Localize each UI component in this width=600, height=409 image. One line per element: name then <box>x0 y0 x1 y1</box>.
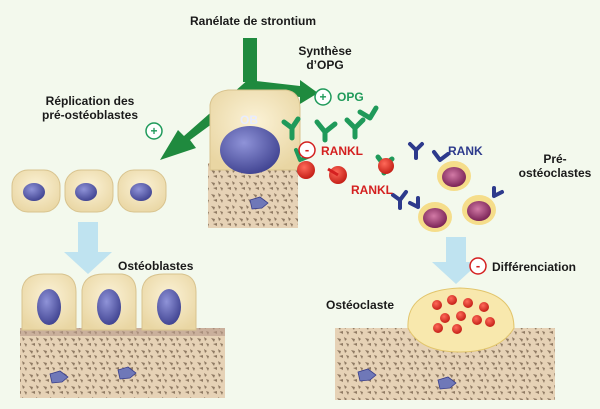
rank-receptor <box>391 190 408 210</box>
preosteoclastes-label: Pré- ostéoclastes <box>518 152 592 180</box>
svg-text:+: + <box>150 124 157 138</box>
ranelate-label: Ranélate de strontium <box>190 14 317 28</box>
replication-label: Réplication des pré-ostéoblastes <box>41 94 139 122</box>
differenciation-label: Différenciation <box>492 260 577 274</box>
rankl-label-1: RANKL <box>321 144 363 158</box>
preosteoclast-cell <box>432 150 471 191</box>
preosteoclast-cell <box>462 186 504 225</box>
osteocyte-icon <box>437 376 457 390</box>
osteocyte-icon <box>249 196 269 210</box>
osteoblastes-label: Ostéoblastes <box>118 259 194 273</box>
rankl-label-2: RANKL <box>351 183 393 197</box>
minus-sign-differenciation: - <box>469 257 487 275</box>
ob-cell-group <box>208 89 301 228</box>
ob-nucleus <box>220 126 280 174</box>
process-arrow-right <box>432 237 480 284</box>
osteocyte-icon <box>117 366 137 380</box>
osteoclast-group <box>335 287 555 400</box>
opg-label: OPG <box>337 90 364 104</box>
osteocyte-icon <box>49 370 69 384</box>
synthese-opg-label: Synthèse d’OPG <box>298 44 352 72</box>
svg-text:+: + <box>319 90 326 104</box>
preosteoblast-cells <box>11 169 167 213</box>
rankl-molecules <box>294 148 395 184</box>
minus-sign-rankl: - <box>298 141 316 159</box>
rank-receptor <box>408 142 424 160</box>
osteoblast-layer <box>20 273 225 398</box>
osteoclaste-label: Ostéoclaste <box>326 298 395 312</box>
rank-label: RANK <box>448 144 483 158</box>
svg-text:-: - <box>305 142 309 157</box>
process-arrow-left <box>64 222 112 274</box>
osteocyte-icon <box>357 368 377 382</box>
preosteoclast-cells <box>391 142 504 232</box>
plus-sign-opg: + <box>314 88 332 106</box>
svg-text:-: - <box>476 258 480 273</box>
preosteoclast-cell <box>408 196 452 232</box>
ob-label: OB <box>240 113 258 127</box>
plus-sign-replication: + <box>145 122 163 140</box>
opg-molecules <box>281 105 379 143</box>
